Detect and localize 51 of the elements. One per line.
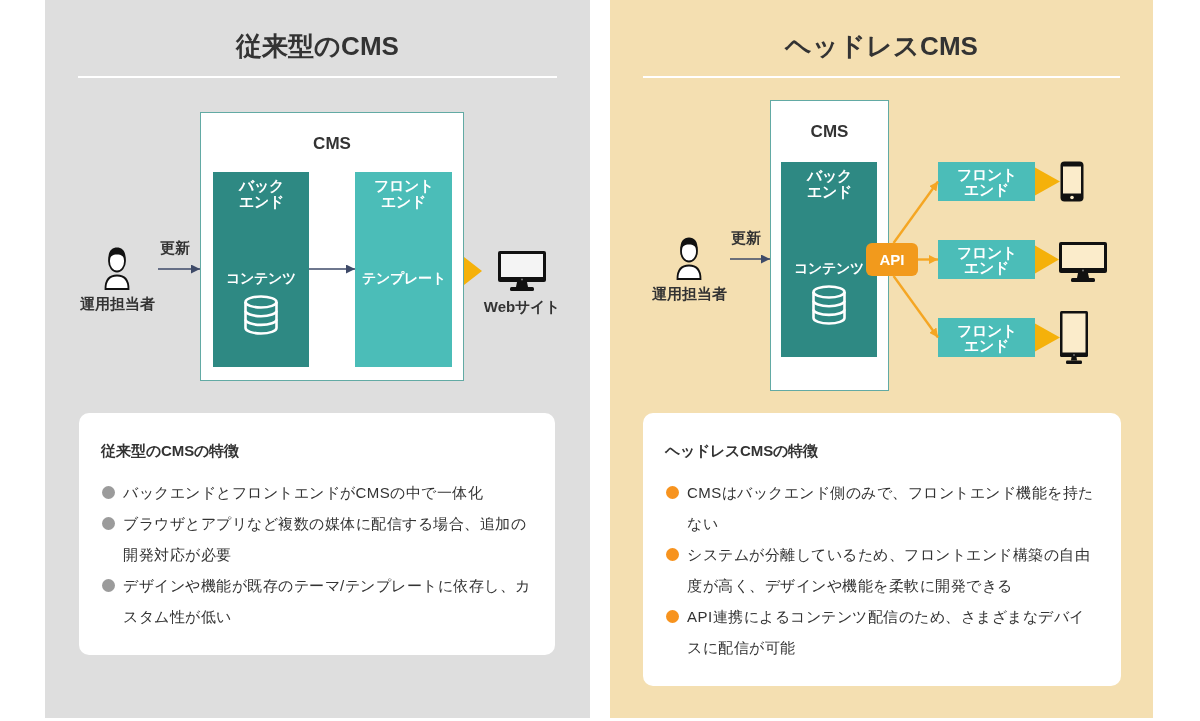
arrow [918, 255, 938, 264]
bullet-text: バックエンドとフロントエンドがCMSの中で一体化 [123, 483, 485, 503]
component-box [781, 162, 877, 357]
panel-heading: ヘッドレスCMS [785, 30, 978, 63]
block-heading: バックエンド [805, 168, 853, 200]
edge-label: 更新 [160, 238, 190, 258]
block-heading: フロントエンド [955, 244, 1018, 275]
component-box [938, 318, 1035, 357]
block-heading: フロントエンド [955, 166, 1018, 197]
display-icon [1060, 311, 1088, 364]
panel-heading: 従来型のCMS [236, 30, 399, 63]
node-label: Webサイト [483, 297, 561, 317]
comparison-panel [45, 0, 590, 718]
smartphone-icon [1060, 161, 1084, 202]
card-heading: 従来型のCMSの特徴 [101, 441, 240, 461]
actor-label: 運用担当者 [79, 294, 155, 314]
component-box [938, 240, 1035, 279]
block-label: コンテンツ [226, 269, 296, 287]
api-badge: API [866, 243, 918, 276]
bullet-text: API連携によるコンテンツ配信のため、さまざまなデバイスに配信が可能 [687, 607, 1086, 658]
component-box [938, 162, 1035, 201]
arrow [729, 254, 771, 264]
bullet-text: システムが分離しているため、フロントエンド構築の自由度が高く、デザインや機能を柔軟に開発できる [687, 545, 1091, 596]
block-heading: フロントエンド [955, 322, 1018, 353]
card-heading: ヘッドレスCMSの特徴 [665, 441, 819, 461]
chevron-arrow [1035, 323, 1060, 352]
info-card [643, 413, 1121, 686]
arrow [157, 264, 201, 274]
edge-label: 更新 [731, 228, 761, 248]
block-heading: フロントエンド [372, 178, 435, 210]
chevron-arrow [464, 257, 482, 285]
comparison-panel [610, 0, 1153, 718]
container-title: CMS [810, 121, 849, 143]
chevron-arrow [1035, 245, 1059, 274]
container-title: CMS [313, 133, 351, 155]
info-card [79, 413, 555, 655]
container-box [200, 112, 464, 381]
component-box [355, 172, 452, 367]
arrow [892, 275, 939, 339]
bullet-text: デザインや機能が既存のテーマ/テンプレートに依存し、カスタム性が低い [123, 576, 531, 627]
bullet-text: CMSはバックエンド側のみで、フロントエンド機能を持たない [687, 483, 1095, 534]
arrow [892, 180, 939, 244]
component-box [213, 172, 309, 367]
actor-label: 運用担当者 [651, 284, 727, 304]
arrow [308, 264, 356, 274]
monitor-icon [1059, 242, 1107, 282]
block-label: コンテンツ [794, 259, 864, 277]
bullet-text: ブラウザとアプリなど複数の媒体に配信する場合、追加の開発対応が必要 [123, 514, 527, 565]
chevron-arrow [1035, 167, 1060, 196]
block-heading: バックエンド [237, 178, 285, 210]
block-label: テンプレート [361, 269, 446, 287]
